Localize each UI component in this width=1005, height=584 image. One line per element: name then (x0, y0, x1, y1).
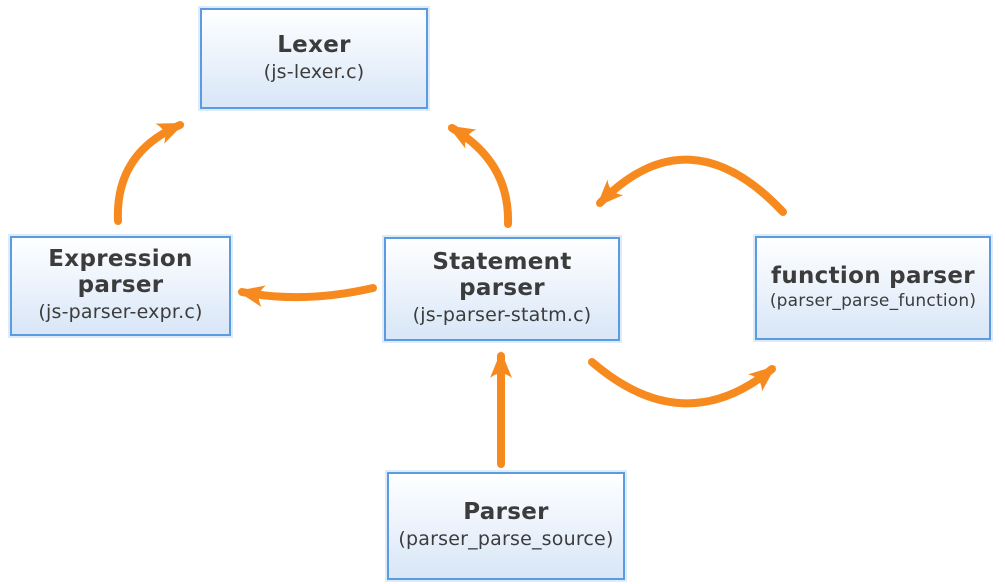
node-expression-parser: Expression parser (js-parser-expr.c) (10, 236, 231, 336)
node-lexer-title: Lexer (277, 31, 351, 58)
edge-statement-parser-to-function-parser (588, 358, 776, 408)
node-parser-subtitle: (parser_parse_source) (398, 528, 614, 550)
node-function-parser-subtitle: (parser_parse_function) (769, 291, 977, 312)
node-lexer-subtitle: (js-lexer.c) (263, 60, 365, 83)
edge-function-parser-to-statement-parser (596, 155, 787, 216)
node-statement-parser-subtitle: (js-parser-statm.c) (412, 303, 592, 326)
edge-statement-parser-to-expression-parser (237, 284, 377, 308)
node-parser-title: Parser (463, 499, 549, 526)
node-expression-parser-title: Expression parser (48, 246, 193, 299)
edge-expression-parser-to-lexer (113, 121, 185, 225)
node-function-parser: function parser (parser_parse_function) (755, 236, 991, 340)
node-statement-parser-title: Statement parser (432, 249, 572, 302)
node-statement-parser: Statement parser (js-parser-statm.c) (384, 237, 620, 341)
node-function-parser-title: function parser (771, 262, 975, 289)
node-parser: Parser (parser_parse_source) (387, 472, 625, 580)
node-lexer: Lexer (js-lexer.c) (200, 8, 428, 109)
node-expression-parser-subtitle: (js-parser-expr.c) (38, 300, 203, 323)
edge-statement-parser-to-lexer (447, 124, 513, 228)
